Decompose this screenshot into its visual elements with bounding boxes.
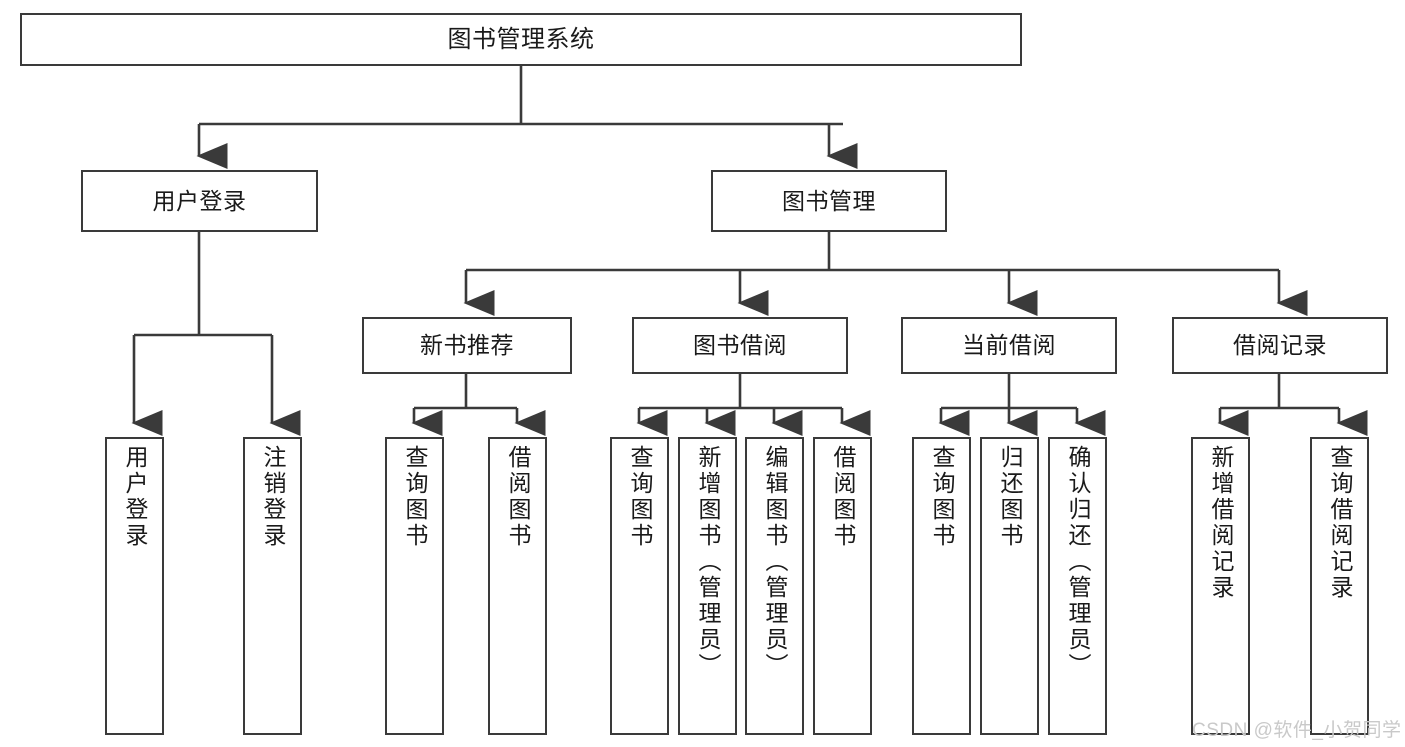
node-label: 查询图书	[402, 445, 428, 549]
leaf-add-book-admin[interactable]: 新增图书（管理员）	[678, 437, 737, 735]
node-label: 图书借阅	[693, 332, 787, 359]
node-label: 编辑图书（管理员）	[762, 445, 788, 679]
node-label: 用户登录	[152, 187, 247, 214]
leaf-logout[interactable]: 注销登录	[243, 437, 302, 735]
node-label: 借阅图书	[830, 445, 856, 549]
node-borrowing-records[interactable]: 借阅记录	[1172, 317, 1388, 374]
leaf-borrow-books-recommend[interactable]: 借阅图书	[488, 437, 547, 735]
node-book-management[interactable]: 图书管理	[711, 170, 947, 232]
leaf-query-borrow-record[interactable]: 查询借阅记录	[1310, 437, 1369, 735]
node-label: 借阅图书	[505, 445, 531, 549]
node-label: 借阅记录	[1233, 332, 1327, 359]
node-label: 当前借阅	[962, 332, 1056, 359]
leaf-confirm-return-admin[interactable]: 确认归还（管理员）	[1048, 437, 1107, 735]
node-label: 图书管理系统	[447, 25, 595, 53]
node-label: 确认归还（管理员）	[1065, 445, 1091, 679]
node-user-login[interactable]: 用户登录	[81, 170, 318, 232]
node-label: 查询图书	[627, 445, 653, 549]
node-label: 新书推荐	[420, 332, 514, 359]
node-label: 查询借阅记录	[1327, 445, 1353, 601]
leaf-return-books[interactable]: 归还图书	[980, 437, 1039, 735]
leaf-query-books-recommend[interactable]: 查询图书	[385, 437, 444, 735]
leaf-borrow-books-borrowing[interactable]: 借阅图书	[813, 437, 872, 735]
node-label: 用户登录	[122, 445, 148, 549]
leaf-edit-book-admin[interactable]: 编辑图书（管理员）	[745, 437, 804, 735]
node-label: 归还图书	[997, 445, 1023, 549]
node-label: 图书管理	[782, 187, 876, 214]
node-root-library-management-system[interactable]: 图书管理系统	[20, 13, 1022, 66]
leaf-add-borrow-record[interactable]: 新增借阅记录	[1191, 437, 1250, 735]
node-label: 查询图书	[929, 445, 955, 549]
node-label: 新增图书（管理员）	[695, 445, 721, 679]
node-label: 新增借阅记录	[1208, 445, 1234, 601]
node-new-book-recommendation[interactable]: 新书推荐	[362, 317, 572, 374]
node-label: 注销登录	[260, 445, 286, 549]
csdn-watermark: CSDN @软件_小贺同学	[1192, 720, 1402, 741]
leaf-query-books-current[interactable]: 查询图书	[912, 437, 971, 735]
node-current-borrowing[interactable]: 当前借阅	[901, 317, 1117, 374]
node-book-borrowing[interactable]: 图书借阅	[632, 317, 848, 374]
leaf-user-login[interactable]: 用户登录	[105, 437, 164, 735]
leaf-query-books-borrowing[interactable]: 查询图书	[610, 437, 669, 735]
